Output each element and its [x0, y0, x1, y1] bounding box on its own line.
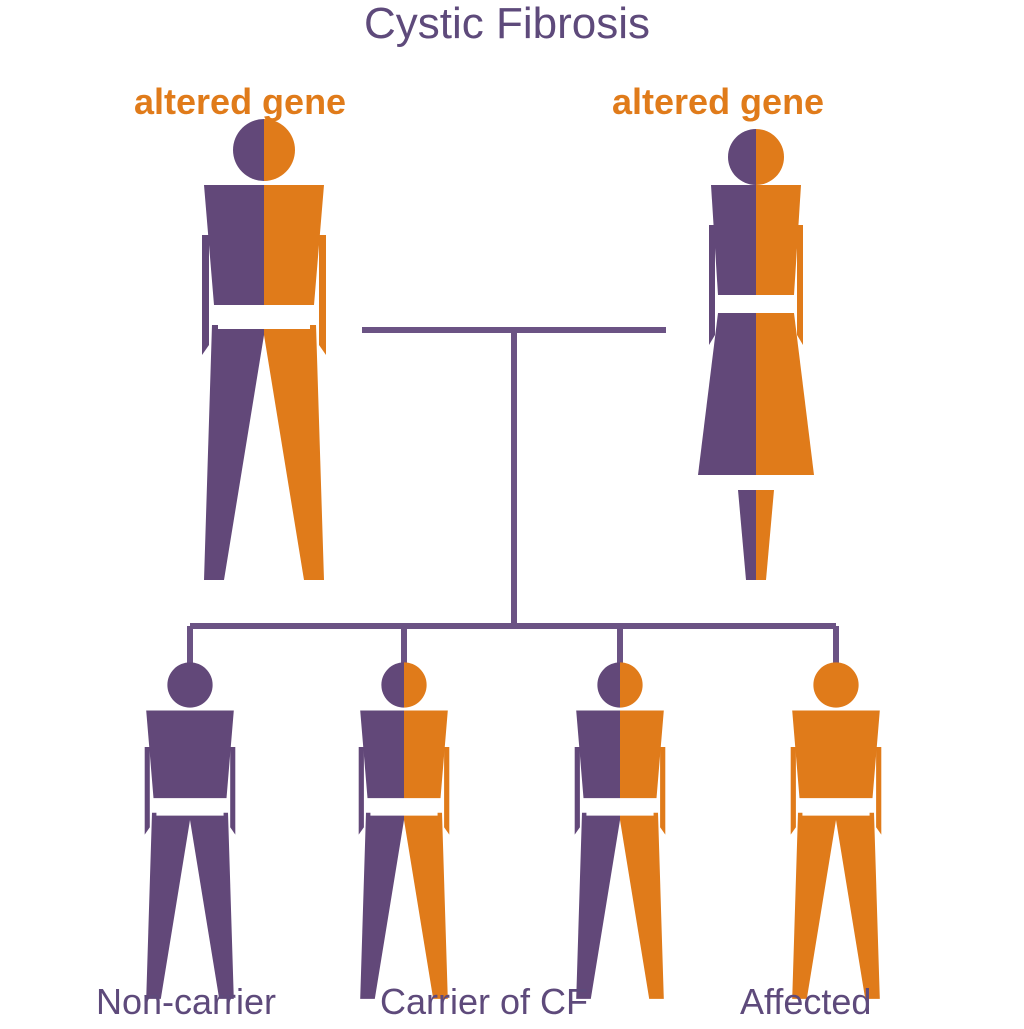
father-gene-label: altered gene: [134, 81, 347, 122]
leg-right: [404, 812, 448, 999]
skirt-left: [698, 313, 756, 475]
leg-right: [756, 490, 774, 580]
torso-right: [836, 710, 880, 799]
torso-right: [264, 185, 324, 305]
arm-right: [444, 747, 450, 835]
torso-left: [146, 710, 190, 799]
arm-right: [319, 235, 326, 355]
leg-right: [836, 812, 880, 999]
arm-left: [144, 747, 150, 835]
leg-left: [738, 490, 756, 580]
torso-right: [190, 710, 234, 799]
arm-left: [790, 747, 796, 835]
non-carrier-label: Non-carrier: [96, 981, 277, 1022]
affected-label: Affected: [740, 981, 872, 1022]
child-figure-carrier-1: [358, 662, 450, 999]
head-right: [264, 119, 295, 181]
torso-right: [620, 710, 664, 799]
torso-left: [576, 710, 620, 799]
arm-left: [358, 747, 364, 835]
leg-left: [146, 812, 190, 999]
arm-right: [876, 747, 882, 835]
head-left: [233, 119, 264, 181]
leg-left: [360, 812, 404, 999]
arm-left: [709, 225, 715, 345]
head-right: [404, 662, 427, 708]
leg-left: [204, 325, 264, 580]
torso-left: [360, 710, 404, 799]
torso-left: [711, 185, 756, 295]
torso-right: [404, 710, 448, 799]
diagram-title: Cystic Fibrosis: [363, 0, 651, 48]
torso-left: [792, 710, 836, 799]
head-left: [381, 662, 404, 708]
head-right: [190, 662, 213, 708]
child-figure-carrier-2: [574, 662, 666, 999]
child-figure-non-carrier: [144, 662, 236, 999]
connector-lines: [187, 327, 839, 676]
leg-left: [576, 812, 620, 999]
head-left: [167, 662, 190, 708]
head-left: [597, 662, 620, 708]
arm-left: [574, 747, 580, 835]
head-left: [728, 129, 756, 185]
head-right: [620, 662, 643, 708]
leg-left: [792, 812, 836, 999]
torso-left: [204, 185, 264, 305]
carrier-label: Carrier of CF: [380, 981, 589, 1022]
head-left: [813, 662, 836, 708]
arm-right: [797, 225, 803, 345]
torso-right: [756, 185, 801, 295]
mother-figure: [698, 129, 814, 580]
skirt-right: [756, 313, 814, 475]
head-right: [756, 129, 784, 185]
arm-right: [230, 747, 236, 835]
head-right: [836, 662, 859, 708]
leg-right: [264, 325, 324, 580]
mother-gene-label: altered gene: [612, 81, 825, 122]
arm-right: [660, 747, 666, 835]
father-figure: [202, 119, 326, 580]
child-figure-affected: [790, 662, 882, 999]
arm-left: [202, 235, 209, 355]
leg-right: [620, 812, 664, 999]
leg-right: [190, 812, 234, 999]
